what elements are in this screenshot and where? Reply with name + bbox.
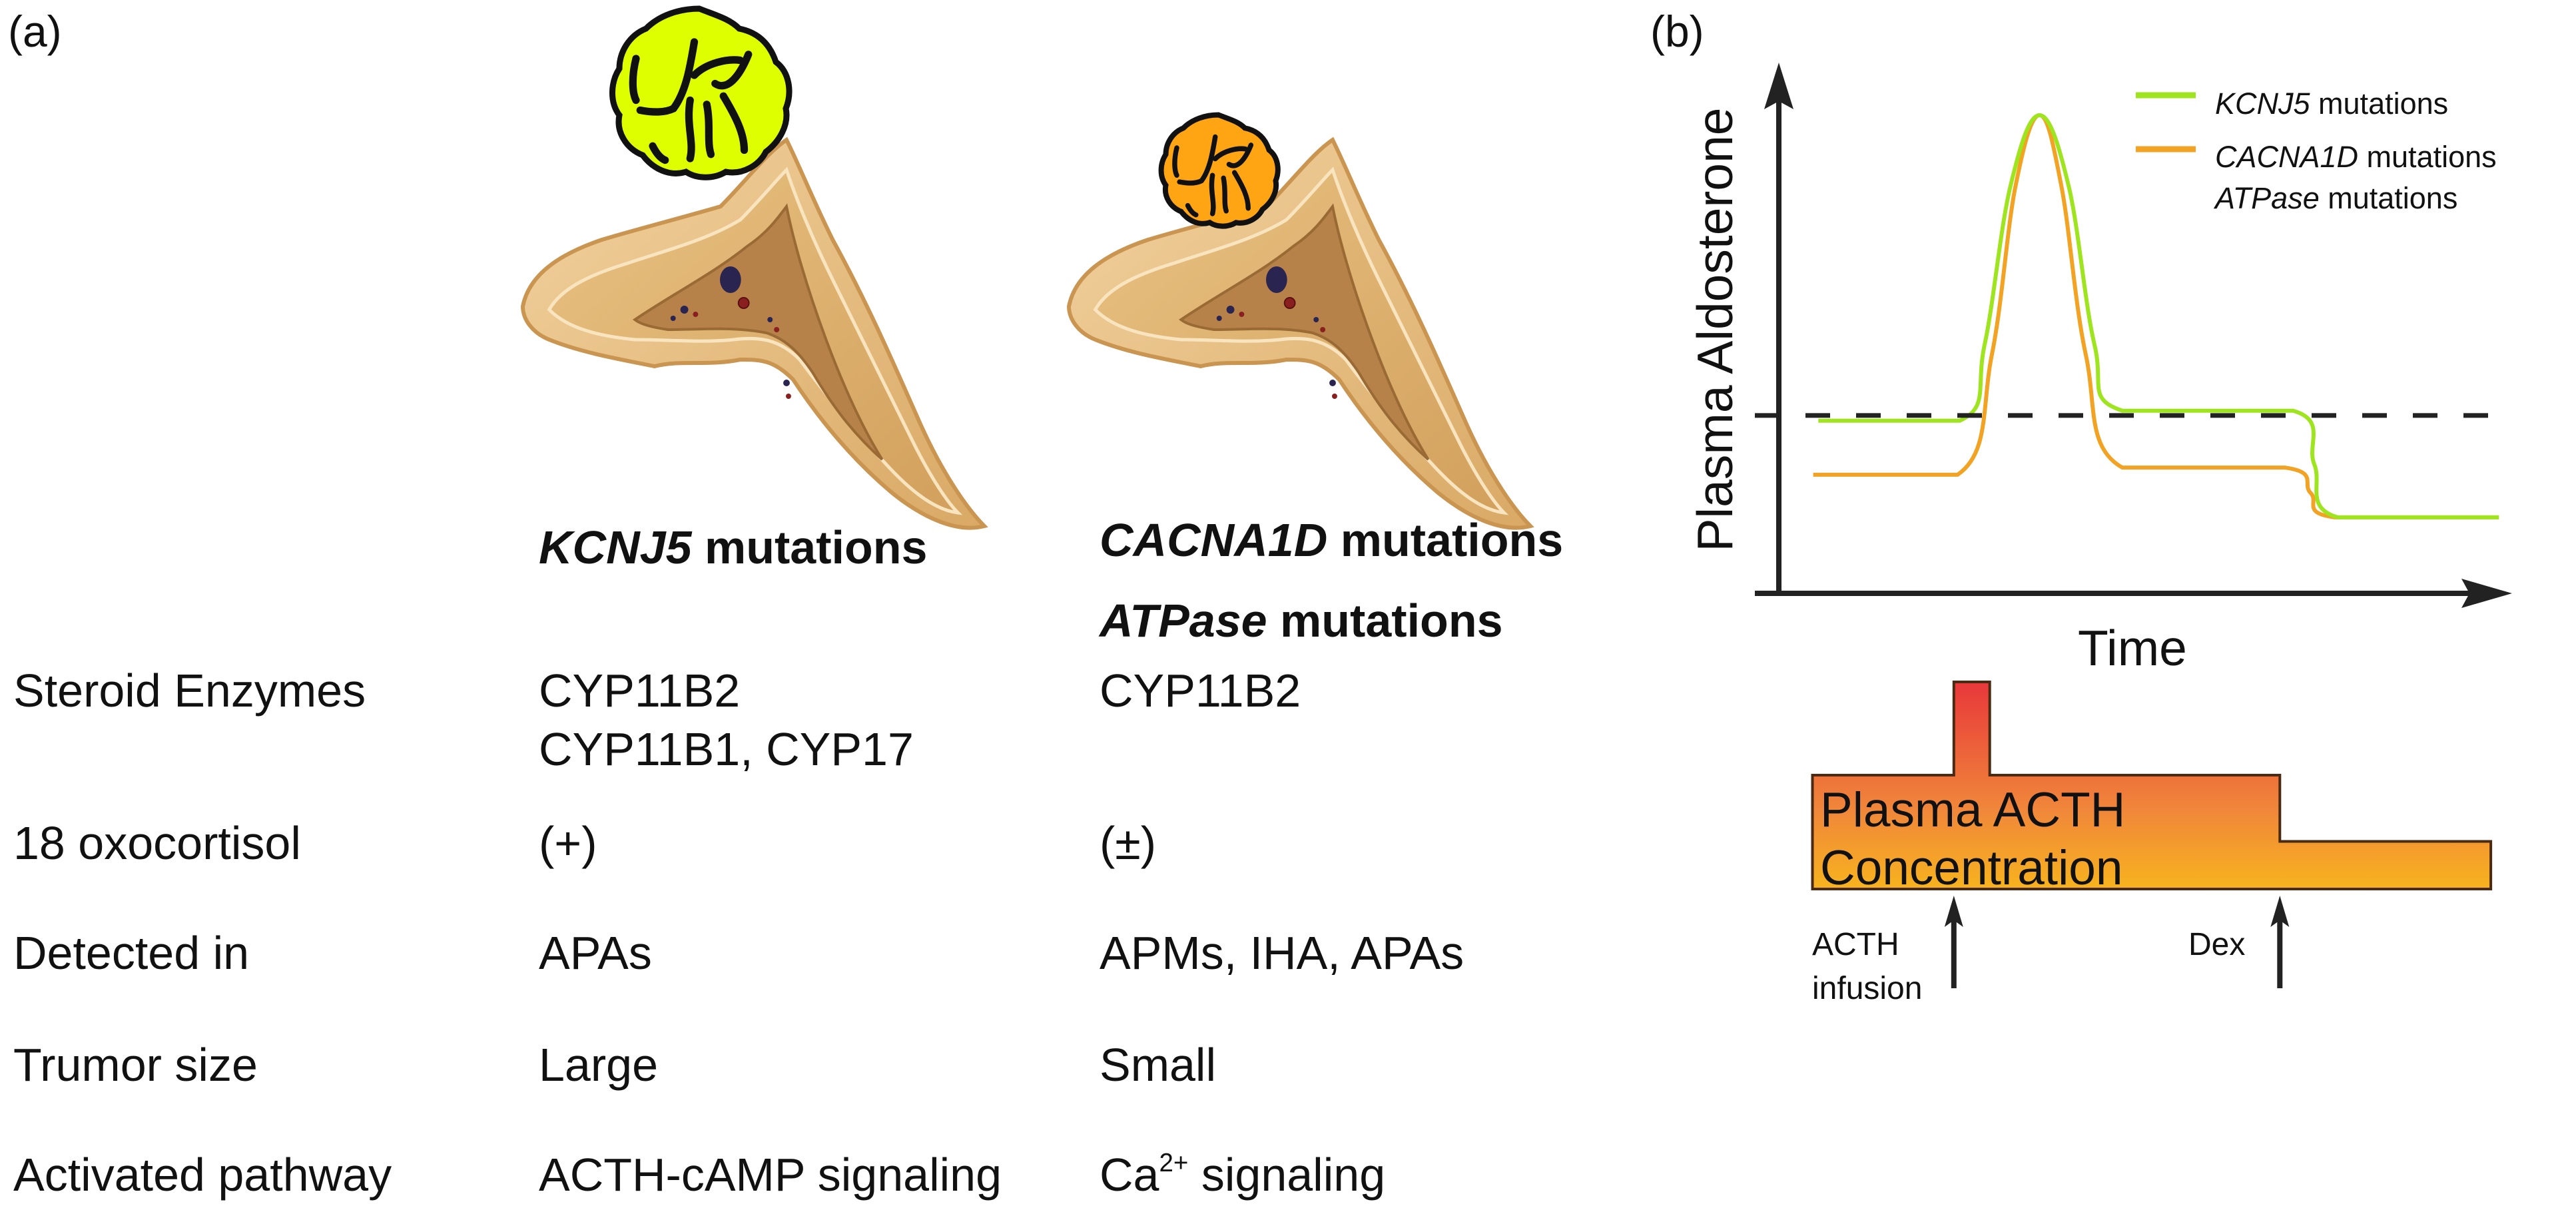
cell-steroid-enzymes-kcnj5-line2: CYP11B1, CYP17	[539, 723, 914, 775]
column-header-line: ATPase mutations	[1100, 595, 1503, 647]
cell-activated-pathway-kcnj5: ACTH-cAMP signaling	[539, 1149, 1002, 1201]
event-arrows	[1944, 896, 2290, 988]
legend-item-kcnj5: KCNJ5 mutations	[2215, 87, 2449, 121]
cell-tumor-size-kcnj5: Large	[539, 1039, 659, 1091]
column-header-line: KCNJ5 mutations	[539, 521, 928, 573]
series-line-kcnj5	[1818, 113, 2499, 519]
column-header-line: CACNA1D mutations	[1100, 514, 1564, 566]
series-line-cacna1d-atpase	[1813, 113, 2499, 519]
acth-concentration-shape	[1811, 681, 2493, 890]
cell-steroid-enzymes-cacna1d: CYP11B2	[1100, 665, 1301, 717]
panel-b-label: (b)	[1650, 7, 1704, 56]
row-label-activated-pathway: Activated pathway	[13, 1149, 392, 1201]
event-label-acth-infusion: ACTH infusion	[1812, 927, 1923, 1006]
cell-tumor-size-cacna1d: Small	[1100, 1039, 1217, 1091]
row-label-tumor-size: Trumor size	[13, 1039, 258, 1091]
column-header-cacna1d-atpase: CACNA1D mutations ATPase mutations	[1100, 500, 1563, 661]
tumor-large-icon	[609, 5, 793, 180]
acth-title-line1: Plasma ACTH	[1820, 783, 2126, 837]
cell-18-oxocortisol-cacna1d: (±)	[1100, 817, 1157, 869]
cell-detected-in-cacna1d: APMs, IHA, APAs	[1100, 927, 1464, 979]
chart-series-group	[1813, 113, 2499, 519]
x-axis-title: Time	[2078, 620, 2187, 676]
column-header-kcnj5: KCNJ5 mutations	[539, 524, 927, 571]
acth-title-line2: Concentration	[1820, 841, 2123, 895]
cell-activated-pathway-cacna1d: Ca2+ signaling	[1100, 1149, 1386, 1201]
cell-detected-in-kcnj5: APAs	[539, 927, 652, 979]
tumor-small-icon	[1158, 112, 1281, 229]
x-axis-arrowhead	[2461, 579, 2512, 608]
legend-item-atpase: ATPase mutations	[2215, 181, 2458, 215]
row-label-steroid-enzymes: Steroid Enzymes	[13, 665, 366, 717]
legend-item-cacna1d: CACNA1D mutations	[2215, 140, 2497, 174]
event-arrow-head-icon	[1944, 896, 1963, 927]
cell-18-oxocortisol-kcnj5: (+)	[539, 817, 597, 869]
row-label-18-oxocortisol: 18 oxocortisol	[13, 817, 301, 869]
event-label-dex: Dex	[2188, 927, 2246, 962]
row-label-detected-in: Detected in	[13, 927, 250, 979]
cell-steroid-enzymes-kcnj5-line1: CYP11B2	[539, 665, 741, 717]
y-axis-title: Plasma Aldosterone	[1687, 107, 1743, 552]
y-axis-arrowhead	[1764, 63, 1793, 109]
event-arrow-head-icon	[2270, 896, 2290, 927]
panel-a-label: (a)	[8, 7, 62, 56]
